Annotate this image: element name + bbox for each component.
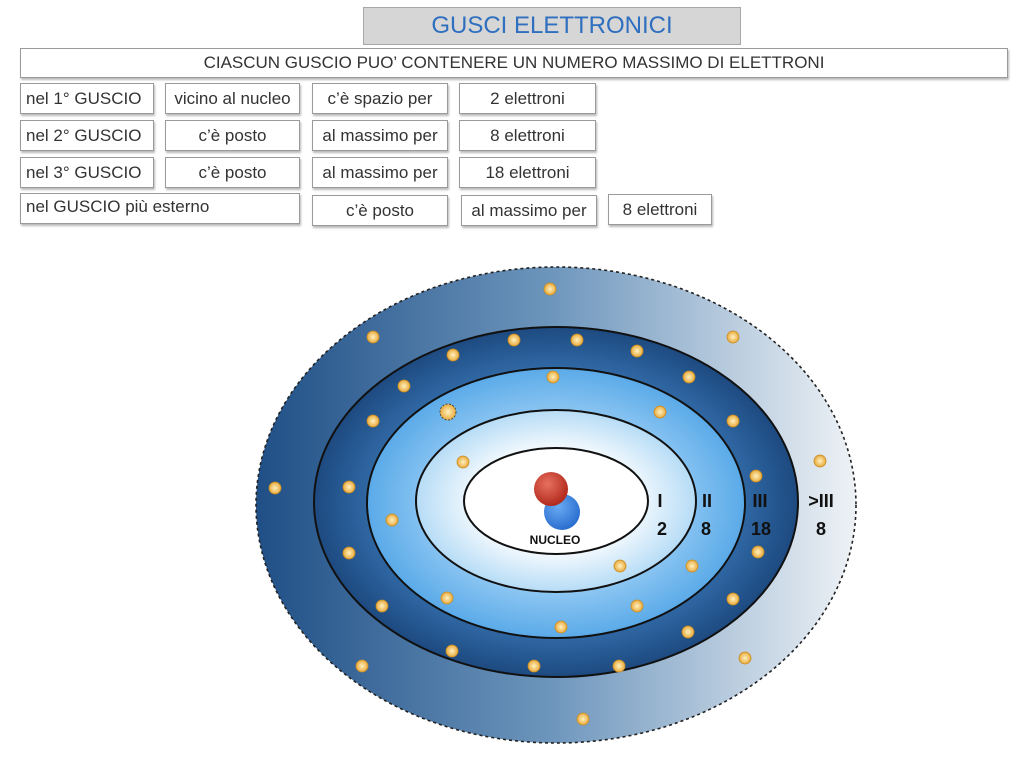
row2-phrase-cell: al massimo per: [312, 120, 448, 151]
electron-shell-2: [385, 513, 399, 527]
shell-2-capacity: 8: [701, 519, 711, 539]
row2-position-cell: c’è posto: [165, 120, 300, 151]
electron-shell-3: [570, 333, 584, 347]
row4-shell-cell: nel GUSCIO più esterno: [20, 193, 300, 224]
electron-shell-2: [685, 559, 699, 573]
shell-3-numeral: III: [752, 491, 767, 511]
row2-capacity-cell: 8 elettroni: [459, 120, 596, 151]
row3-phrase-cell: al massimo per: [312, 157, 448, 188]
electron-shell-3: [681, 625, 695, 639]
electron-outer: [366, 330, 380, 344]
electron-shell-3: [445, 644, 459, 658]
shell-2-numeral: II: [702, 491, 712, 511]
row2-shell-cell: nel 2° GUSCIO: [20, 120, 154, 151]
row1-position-cell: vicino al nucleo: [165, 83, 300, 114]
nucleus-label: NUCLEO: [530, 533, 581, 547]
electron-shell-2: [546, 370, 560, 384]
row4-phrase-cell: al massimo per: [461, 195, 597, 226]
electron-shell-3: [397, 379, 411, 393]
electron-shell-3: [342, 546, 356, 560]
row1-capacity-cell: 2 elettroni: [459, 83, 596, 114]
electron-shell-3: [630, 344, 644, 358]
electron-shell-3: [726, 414, 740, 428]
electron-shell-1: [613, 559, 627, 573]
electron-outer: [726, 330, 740, 344]
electron-shell-3: [682, 370, 696, 384]
row1-phrase-cell: c’è spazio per: [312, 83, 448, 114]
electron-shell-2: [440, 591, 454, 605]
row4-position-cell: c’è posto: [312, 195, 448, 226]
proton-sphere: [534, 472, 568, 506]
row3-capacity-cell: 18 elettroni: [459, 157, 596, 188]
electron-shell-3: [527, 659, 541, 673]
electron-outer: [268, 481, 282, 495]
shell-1-numeral: I: [657, 491, 662, 511]
row1-shell-cell: nel 1° GUSCIO: [20, 83, 154, 114]
row4-capacity-cell: 8 elettroni: [608, 194, 712, 225]
page-title: GUSCI ELETTRONICI: [363, 7, 741, 45]
electron-outer: [813, 454, 827, 468]
electron-outer: [738, 651, 752, 665]
electron-shell-3: [507, 333, 521, 347]
electron-shell-3: [612, 659, 626, 673]
outer-shell-capacity: 8: [816, 519, 826, 539]
subtitle-banner: CIASCUN GUSCIO PUO’ CONTENERE UN NUMERO …: [20, 48, 1008, 78]
electron-shell-3: [446, 348, 460, 362]
outer-shell-numeral: >III: [808, 491, 834, 511]
electron-shell-3: [342, 480, 356, 494]
electron-shell-3: [749, 469, 763, 483]
electron-shell-1: [456, 455, 470, 469]
electron-shell-2: [653, 405, 667, 419]
electron-shell-2: [439, 403, 457, 421]
electron-shell-3: [751, 545, 765, 559]
electron-shell-2: [630, 599, 644, 613]
row3-position-cell: c’è posto: [165, 157, 300, 188]
electron-shell-2: [554, 620, 568, 634]
electron-shell-3: [726, 592, 740, 606]
shell-1-capacity: 2: [657, 519, 667, 539]
shell-3-capacity: 18: [751, 519, 771, 539]
electron-outer: [543, 282, 557, 296]
electron-outer: [576, 712, 590, 726]
row3-shell-cell: nel 3° GUSCIO: [20, 157, 154, 188]
electron-shell-3: [366, 414, 380, 428]
electron-outer: [355, 659, 369, 673]
electron-shell-3: [375, 599, 389, 613]
